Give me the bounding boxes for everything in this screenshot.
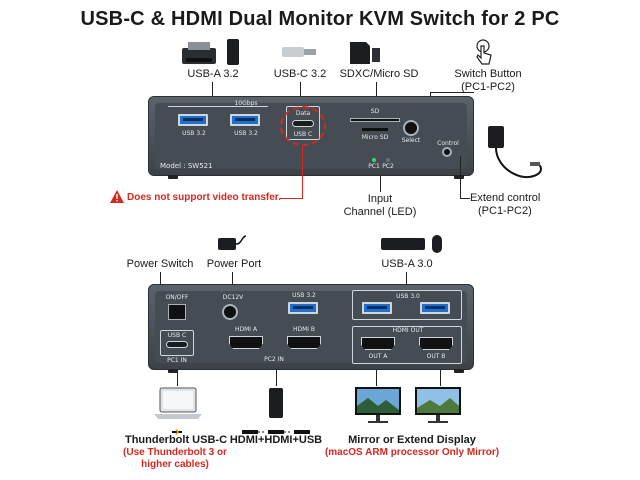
mouse-icon xyxy=(430,234,444,259)
usb-a-port-1-label: USB 3.2 xyxy=(182,130,206,137)
hdmi-a-label: HDMI A xyxy=(234,326,258,333)
usb-c-pc1-port xyxy=(166,341,188,348)
caption-mirror-note: (macOS ARM processor Only Mirror) xyxy=(324,447,500,458)
out-a-port xyxy=(361,337,395,350)
usb30-port-1 xyxy=(362,302,392,314)
cables-icon xyxy=(240,424,316,442)
speed-label: 10Gbps xyxy=(234,100,258,107)
label-extend-control-sub: (PC1-PC2) xyxy=(478,205,532,217)
label-input: Input xyxy=(367,193,393,205)
pc2-label: PC2 xyxy=(382,163,394,170)
label-usb-c-32: USB-C 3.2 xyxy=(273,68,327,80)
caption-mirror-extend: Mirror or Extend Display xyxy=(348,434,476,446)
monitor-a-icon xyxy=(354,386,402,429)
pc1-label: PC1 xyxy=(368,163,380,170)
usb-a-port-2 xyxy=(230,114,260,126)
usb-c-pc1-label: USB C xyxy=(167,332,187,339)
select-button xyxy=(403,120,419,136)
extend-control-cable-icon xyxy=(482,124,548,193)
thunderbolt-cable-icon xyxy=(170,424,184,442)
warning-text: Does not support video transfer. xyxy=(127,192,281,203)
pc2-in-label: PC2 IN xyxy=(264,356,284,363)
pc1-in-label: PC1 IN xyxy=(167,357,187,364)
model-label: Model : SW521 xyxy=(160,162,213,170)
caption-hdmi-hdmi-usb: HDMI+HDMI+USB xyxy=(229,434,323,446)
red-highlight-circle xyxy=(280,106,326,146)
label-power-switch: Power Switch xyxy=(126,258,194,270)
laptop-icon xyxy=(152,386,204,427)
monitor-b-icon xyxy=(414,386,462,429)
usb-flash-drive-icon xyxy=(282,44,318,65)
usb32-label: USB 3.2 xyxy=(292,292,316,299)
control-jack-label: Control xyxy=(437,140,459,147)
usb30-port-2 xyxy=(420,302,450,314)
label-sd: SDXC/Micro SD xyxy=(339,68,419,80)
usb-a-port-2-label: USB 3.2 xyxy=(234,130,258,137)
usb30-label: USB 3.0 xyxy=(396,293,420,300)
caption-thunderbolt-note: (Use Thunderbolt 3 or higher cables) xyxy=(123,447,227,470)
select-button-label: Select xyxy=(401,137,421,144)
label-switch-button-sub: (PC1-PC2) xyxy=(461,81,515,93)
onoff-label: ON/OFF xyxy=(165,294,189,301)
usb30-box xyxy=(352,290,462,320)
sd-slot-label: SD xyxy=(370,108,380,115)
hdmi-out-label: HDMI OUT xyxy=(392,327,424,334)
dc12v-label: DC12V xyxy=(222,294,244,301)
label-usb-a-32: USB-A 3.2 xyxy=(187,68,239,80)
out-b-port xyxy=(419,337,453,350)
label-switch-button: Switch Button xyxy=(454,68,522,80)
usb-c-pc1-box xyxy=(160,330,194,356)
usb-a-port-1 xyxy=(178,114,208,126)
caption-thunderbolt: Thunderbolt USB-C xyxy=(124,434,228,446)
control-jack xyxy=(442,147,452,157)
dc-power-port xyxy=(222,304,238,320)
label-input-sub: Channel (LED) xyxy=(343,206,417,218)
out-a-label: OUT A xyxy=(368,353,388,360)
microsd-slot-label: Micro SD xyxy=(361,134,389,141)
sd-card-icon xyxy=(348,40,382,71)
label-power-port: Power Port xyxy=(206,258,262,270)
external-drive-icon xyxy=(226,38,240,71)
hdmi-a-port xyxy=(229,336,263,349)
keyboard-icon xyxy=(380,236,426,257)
power-switch xyxy=(168,304,186,320)
power-adapter-icon xyxy=(216,232,248,261)
out-b-label: OUT B xyxy=(426,353,446,360)
warning-icon xyxy=(110,190,124,208)
pc1-led xyxy=(372,158,376,162)
pc2-led xyxy=(386,158,390,162)
printer-icon xyxy=(180,40,218,73)
label-usb-a-30: USB-A 3.0 xyxy=(381,258,433,270)
usb32-pc2-port xyxy=(288,302,318,314)
tap-hand-icon xyxy=(472,38,494,71)
kvm-rear-panel xyxy=(148,284,474,370)
hdmi-b-port xyxy=(287,336,321,349)
sd-slot xyxy=(350,118,400,122)
label-extend-control: Extend control xyxy=(470,192,541,204)
page-title: USB-C & HDMI Dual Monitor KVM Switch for… xyxy=(80,8,560,30)
hdmi-out-box xyxy=(352,326,462,364)
microsd-slot xyxy=(362,128,388,131)
desktop-tower-icon xyxy=(266,386,286,425)
hdmi-b-label: HDMI B xyxy=(292,326,316,333)
